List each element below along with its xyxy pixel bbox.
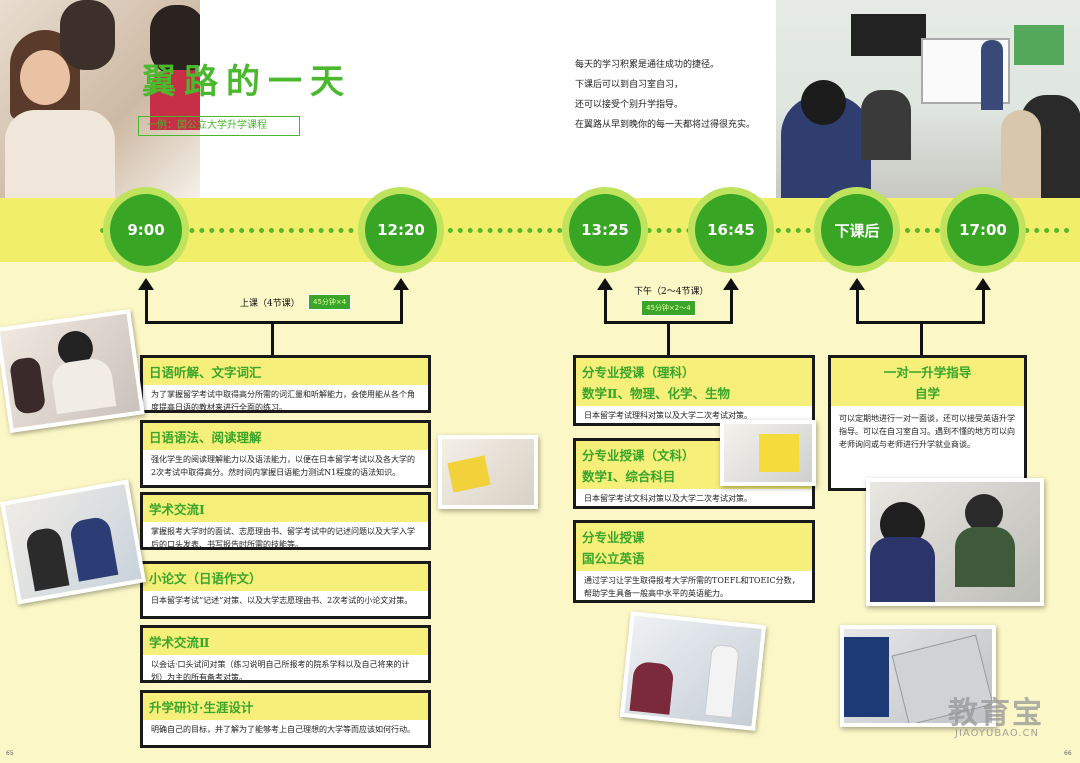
intro-text: 每天的学习积累是通往成功的捷径。 下课后可以到自习室自习， 还可以接受个别升学指… [575, 55, 755, 135]
course-box: 小论文（日语作文） 日本留学考试“记述”对策、以及大学志愿理由书、2次考试的小论… [140, 561, 431, 619]
course-title: 分专业授课 [576, 523, 812, 546]
notebook-photo [438, 435, 538, 509]
course-title: 日语听解、文字词汇 [143, 358, 428, 385]
course-title: 学术交流Ⅰ [143, 495, 428, 522]
course-desc: 日本留学考试“记述”对策、以及大学志愿理由书、2次考试的小论文对策。 [151, 596, 413, 605]
course-box: 日语听解、文字词汇 为了掌握留学考试中取得高分所需的词汇量和听解能力，会使用能从… [140, 355, 431, 413]
intro-line: 每天的学习积累是通往成功的捷径。 [575, 60, 720, 70]
course-subjects: 国公立英语 [576, 546, 812, 571]
afternoon-badge: 45分钟×2～4 [641, 300, 696, 316]
guidance-sub: 自学 [831, 381, 1024, 406]
guidance-title: 一对一升学指导 [831, 358, 1024, 381]
course-desc: 通过学习让学生取得报考大学所需的TOEFL和TOEIC分数，帮助学生具备一般高中… [584, 576, 800, 598]
course-box: 分专业授课（理科） 数学Ⅱ、物理、化学、生物 日本留学考试理科对策以及大学二次考… [573, 355, 815, 426]
time-label: 17:00 [947, 194, 1019, 266]
arrow-up-icon [393, 278, 409, 290]
course-box: 升学研讨·生涯设计 明确自己的目标，并了解为了能够考上自己理想的大学等而应该如何… [140, 690, 431, 748]
time-circle: 17:00 [940, 187, 1026, 273]
time-label: 下课后 [821, 194, 893, 266]
course-desc: 以会话·口头试问对策（练习说明自己所报考的院系学科以及自己将来的计划）为主的所有… [151, 660, 410, 682]
page-number-left: 65 [6, 750, 14, 757]
page-title: 翼路的一天 [142, 62, 352, 102]
bracket-line [667, 321, 670, 355]
bracket-line [271, 321, 274, 355]
page-subtitle: 一例：国公立大学升学课程 [138, 116, 300, 136]
course-title: 学术交流Ⅱ [143, 628, 428, 655]
notebook-photo [720, 420, 816, 486]
bracket-line [856, 288, 859, 324]
time-circle: 下课后 [814, 187, 900, 273]
course-box: 分专业授课 国公立英语 通过学习让学生取得报考大学所需的TOEFL和TOEIC分… [573, 520, 815, 603]
teacher-photo [619, 611, 767, 731]
course-desc: 为了掌握留学考试中取得高分所需的词汇量和听解能力，会使用能从各个角度提高日语的教… [151, 390, 415, 412]
time-label: 12:20 [365, 194, 437, 266]
afternoon-label: 下午（2～4节课） [634, 287, 709, 297]
watermark-brand: 教育宝 [948, 696, 1044, 731]
guidance-desc: 可以定期地进行一对一面谈，还可以接受英语升学指导。可以在自习室自习。遇到不懂的地… [839, 414, 1015, 449]
students-photo [0, 479, 147, 605]
watermark-url: JIAOYUBAO.CN [955, 728, 1039, 739]
course-desc: 强化学生的阅读理解能力以及语法能力，以便在日本留学考试以及各大学的2次考试中取得… [151, 455, 415, 477]
morning-label: 上课（4节课） [240, 299, 300, 309]
bracket-line [145, 288, 148, 324]
course-box: 学术交流Ⅱ 以会话·口头试问对策（练习说明自己所报考的院系学科以及自己将来的计划… [140, 625, 431, 683]
course-title: 分专业授课（理科） [576, 358, 812, 381]
course-title: 小论文（日语作文） [143, 564, 428, 591]
time-label: 13:25 [569, 194, 641, 266]
course-desc: 日本留学考试理科对策以及大学二次考试对策。 [584, 411, 752, 420]
guidance-box: 一对一升学指导 自学 可以定期地进行一对一面谈，还可以接受英语升学指导。可以在自… [828, 355, 1027, 491]
course-box: 日语语法、阅读理解 强化学生的阅读理解能力以及语法能力，以便在日本留学考试以及各… [140, 420, 431, 488]
page-number-right: 66 [1064, 750, 1072, 757]
intro-line: 在翼路从早到晚你的每一天都将过得很充实。 [575, 120, 756, 130]
course-desc: 日本留学考试文科对策以及大学二次考试对策。 [584, 494, 752, 503]
bracket-line [982, 288, 985, 324]
arrow-up-icon [723, 278, 739, 290]
students-photo [866, 478, 1044, 606]
bracket-line [604, 288, 607, 324]
course-title: 日语语法、阅读理解 [143, 423, 428, 450]
arrow-up-icon [138, 278, 154, 290]
time-circle: 13:25 [562, 187, 648, 273]
intro-line: 还可以接受个别升学指导。 [575, 100, 684, 110]
course-box: 学术交流Ⅰ 掌握报考大学时的面试、志愿理由书、留学考试中的记述问题以及大学入学后… [140, 492, 431, 550]
arrow-up-icon [597, 278, 613, 290]
course-desc: 掌握报考大学时的面试、志愿理由书、留学考试中的记述问题以及大学入学后的口头发表、… [151, 527, 415, 549]
classroom-photo [776, 0, 1080, 198]
time-label: 16:45 [695, 194, 767, 266]
morning-badge: 45分钟×4 [308, 294, 352, 310]
bracket-line [145, 321, 403, 324]
arrow-up-icon [975, 278, 991, 290]
course-subjects: 数学Ⅱ、物理、化学、生物 [576, 381, 812, 406]
arrow-up-icon [849, 278, 865, 290]
time-label: 9:00 [110, 194, 182, 266]
time-circle: 9:00 [103, 187, 189, 273]
bracket-line [400, 288, 403, 324]
time-circle: 16:45 [688, 187, 774, 273]
hero-photo [0, 0, 200, 198]
intro-line: 下课后可以到自习室自习， [575, 80, 684, 90]
students-photo [0, 309, 145, 433]
time-circle: 12:20 [358, 187, 444, 273]
bracket-line [920, 321, 923, 355]
course-desc: 明确自己的目标，并了解为了能够考上自己理想的大学等而应该如何行动。 [151, 725, 415, 734]
bracket-line [730, 288, 733, 324]
textbook-photo [840, 625, 996, 727]
course-title: 升学研讨·生涯设计 [143, 693, 428, 720]
